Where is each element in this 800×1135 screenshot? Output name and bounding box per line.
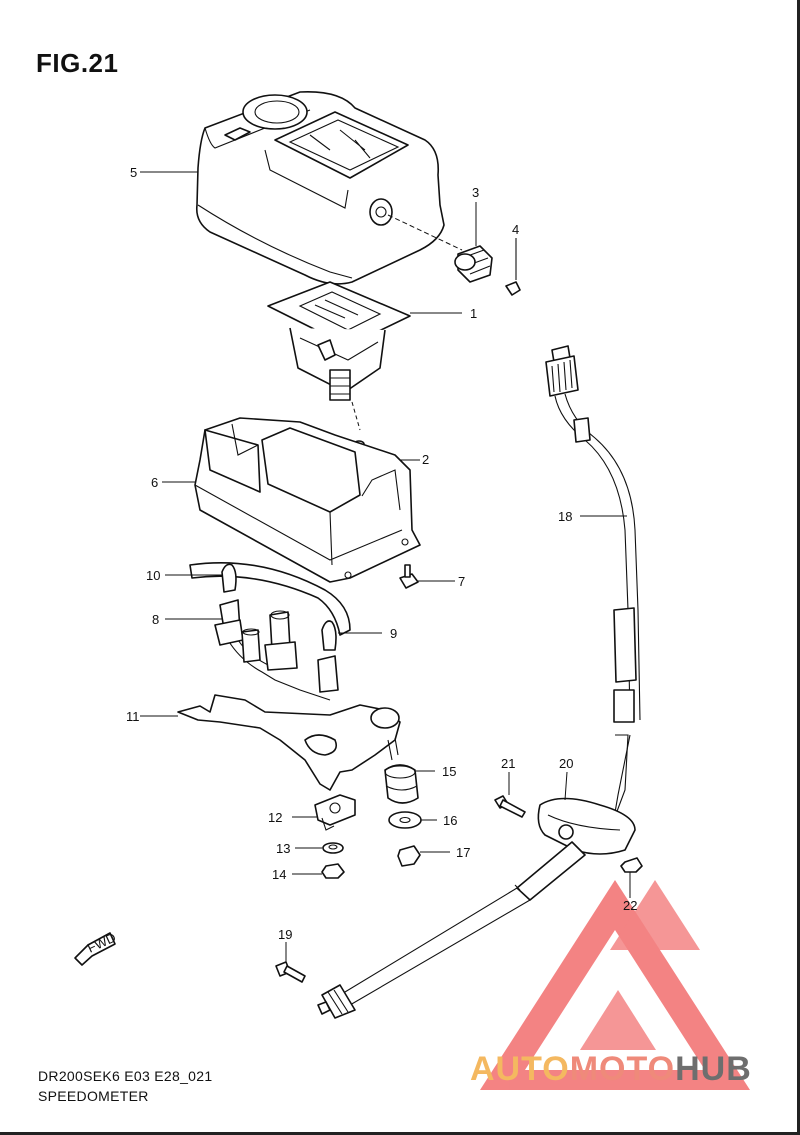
- part-14-nut: [321, 863, 345, 879]
- part-18-speedometer-cable: [545, 345, 641, 831]
- watermark-text: AUTOMOTOHUB: [470, 1050, 752, 1089]
- part-1-speedometer-unit: [267, 281, 411, 401]
- part-3-lamp-socket: [454, 245, 493, 283]
- callout-6: 6: [151, 475, 158, 490]
- watermark-logo: [480, 880, 750, 1090]
- callout-8: 8: [152, 612, 159, 627]
- part-4-screw: [505, 238, 521, 296]
- part-7-bolt: [399, 564, 419, 589]
- callout-9: 9: [390, 626, 397, 641]
- callout-20: 20: [559, 756, 573, 771]
- callout-18: 18: [558, 509, 572, 524]
- callout-3: 3: [472, 185, 479, 200]
- footer-section-name: SPEEDOMETER: [38, 1088, 149, 1104]
- callout-21: 21: [501, 756, 515, 771]
- part-12-rubber-cushion: [314, 794, 356, 831]
- callout-11: 11: [126, 709, 140, 724]
- part-16-washer: [388, 811, 422, 829]
- part-10-bulb-cover: [221, 563, 237, 593]
- callout-16: 16: [443, 813, 457, 828]
- figure-title: FIG.21: [36, 48, 119, 78]
- part-21-bolt: [494, 795, 526, 818]
- part-13-washer: [322, 842, 344, 854]
- callout-12: 12: [268, 810, 282, 825]
- callout-5: 5: [130, 165, 137, 180]
- part-5-meter-case-top: [195, 91, 445, 285]
- watermark-text-auto: AUTO: [470, 1050, 570, 1088]
- part-15-cushion: [384, 764, 419, 804]
- callout-14: 14: [272, 867, 286, 882]
- part-9-bulb-cover: [321, 620, 337, 651]
- callout-13: 13: [276, 841, 290, 856]
- watermark-text-moto: MOTO: [569, 1050, 676, 1088]
- callout-7: 7: [458, 574, 465, 589]
- part-6-meter-case-bottom: [194, 417, 421, 583]
- fwd-direction-arrow: FWD: [74, 930, 118, 966]
- part-22-nut: [620, 857, 643, 873]
- part-20-cable-clamp: [537, 797, 636, 855]
- footer-model-code: DR200SEK6 E03 E28_021: [38, 1068, 213, 1084]
- callout-19: 19: [278, 927, 292, 942]
- part-11-meter-bracket: [177, 694, 401, 791]
- watermark-text-hub: HUB: [675, 1050, 752, 1088]
- callout-labels: 1 2 3 4 5 6 7 8 9 10 11 12 13 14 15 16 1…: [126, 165, 637, 942]
- callout-22: 22: [623, 898, 637, 913]
- callout-1: 1: [470, 306, 477, 321]
- part-17-nut: [397, 845, 421, 867]
- callout-17: 17: [456, 845, 470, 860]
- callout-10: 10: [146, 568, 160, 583]
- callout-15: 15: [442, 764, 456, 779]
- part-19-screw: [275, 961, 306, 983]
- part-8-bulb-sockets: [214, 599, 339, 693]
- callout-2: 2: [422, 452, 429, 467]
- callout-4: 4: [512, 222, 519, 237]
- speedometer-cable-lower: [317, 841, 586, 1019]
